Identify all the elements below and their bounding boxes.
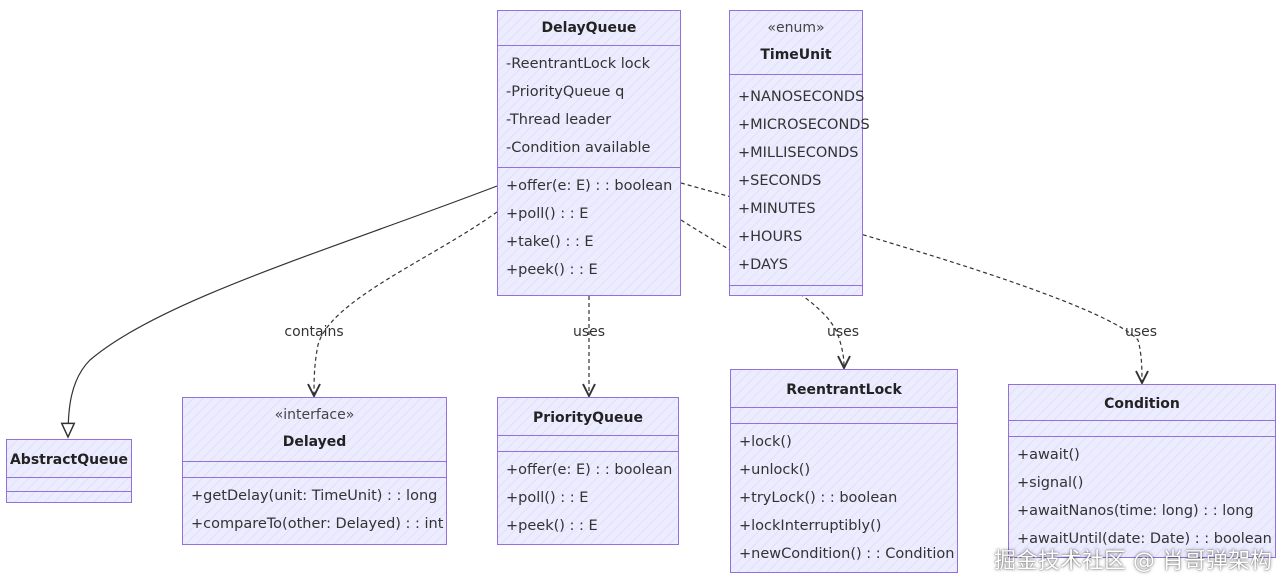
method: +awaitNanos(time: long) : : long — [1017, 503, 1254, 519]
attributes-section — [7, 478, 131, 492]
method: +unlock() — [739, 462, 811, 478]
edge-delayqueue-abstractqueue — [60, 185, 498, 439]
enum-value: +NANOSECONDS — [738, 89, 865, 105]
enum-value: +MINUTES — [738, 201, 816, 217]
edge-delayqueue-delayed — [314, 211, 498, 396]
method: +getDelay(unit: TimeUnit) : : long — [191, 488, 438, 504]
attributes-section — [1009, 421, 1275, 437]
edge-label-uses-reentrant-lock: uses — [826, 324, 860, 340]
methods-section: +await() +signal() +awaitNanos(time: lon… — [1009, 437, 1275, 553]
class-delayqueue: DelayQueue -ReentrantLock lock -Priority… — [497, 10, 681, 296]
method: +awaitUntil(date: Date) : : boolean — [1017, 531, 1272, 547]
method: +take() : : E — [506, 234, 594, 250]
class-name: AbstractQueue — [9, 452, 129, 468]
attribute: -Thread leader — [506, 112, 612, 128]
attributes-section — [731, 408, 957, 424]
method: +await() — [1017, 447, 1080, 463]
methods-section: +getDelay(unit: TimeUnit) : : long +comp… — [183, 478, 446, 538]
edge-label-contains: contains — [284, 324, 344, 340]
class-name: TimeUnit — [760, 47, 832, 63]
attributes-section: +NANOSECONDS +MICROSECONDS +MILLISECONDS… — [730, 75, 870, 286]
method: +newCondition() : : Condition — [739, 546, 955, 562]
class-header: Condition — [1009, 385, 1275, 421]
class-header: ReentrantLock — [731, 370, 957, 408]
enum-value: +SECONDS — [738, 173, 822, 189]
class-name: ReentrantLock — [786, 382, 902, 398]
method: +peek() : : E — [506, 262, 598, 278]
class-name: Condition — [1104, 396, 1180, 412]
class-name: DelayQueue — [541, 20, 637, 36]
edge-delayqueue-reentrantlock — [680, 219, 844, 368]
watermark-text: 掘金技术社区 @ 肖哥弹架构 — [994, 549, 1272, 574]
method: +lock() — [739, 434, 792, 450]
stereotype-label: «enum» — [767, 20, 825, 36]
class-name: Delayed — [282, 434, 347, 450]
class-header: DelayQueue — [498, 11, 680, 46]
method: +compareTo(other: Delayed) : : int — [191, 516, 444, 532]
method: +lockInterruptibly() — [739, 518, 882, 534]
class-reentrantlock: ReentrantLock +lock() +unlock() +tryLock… — [730, 369, 958, 573]
class-priorityqueue: PriorityQueue +offer(e: E) : : boolean +… — [497, 397, 679, 545]
enum-value: +MILLISECONDS — [738, 145, 859, 161]
class-timeunit: «enum» TimeUnit +NANOSECONDS +MICROSECON… — [729, 10, 870, 296]
class-condition: Condition +await() +signal() +awaitNanos… — [1008, 384, 1276, 558]
class-abstractqueue: AbstractQueue — [6, 439, 132, 503]
attribute: -PriorityQueue q — [506, 84, 625, 100]
class-header: AbstractQueue — [7, 440, 131, 478]
method: +signal() — [1017, 475, 1084, 491]
class-delayed: «interface» Delayed +getDelay(unit: Time… — [182, 397, 447, 545]
attributes-section: -ReentrantLock lock -PriorityQueue q -Th… — [498, 46, 680, 168]
enum-value: +MICROSECONDS — [738, 117, 870, 133]
methods-section: +offer(e: E) : : boolean +poll() : : E +… — [498, 452, 678, 540]
stereotype-label: «interface» — [274, 407, 355, 423]
method: +peek() : : E — [506, 518, 598, 534]
methods-section: +lock() +unlock() +tryLock() : : boolean… — [731, 424, 957, 568]
attribute: -ReentrantLock lock — [506, 56, 651, 72]
method: +offer(e: E) : : boolean — [506, 178, 673, 194]
method: +offer(e: E) : : boolean — [506, 462, 673, 478]
attribute: -Condition available — [506, 140, 651, 156]
class-header: «interface» Delayed — [183, 398, 446, 462]
attributes-section — [183, 462, 446, 478]
enum-value: +DAYS — [738, 257, 788, 273]
attributes-section — [498, 436, 678, 452]
edge-label-uses-priority-queue: uses — [572, 324, 606, 340]
class-header: PriorityQueue — [498, 398, 678, 436]
class-header: «enum» TimeUnit — [730, 11, 862, 75]
enum-value: +HOURS — [738, 229, 803, 245]
method: +tryLock() : : boolean — [739, 490, 898, 506]
method: +poll() : : E — [506, 490, 589, 506]
method: +poll() : : E — [506, 206, 589, 222]
methods-section: +offer(e: E) : : boolean +poll() : : E +… — [498, 168, 680, 284]
edge-label-uses-condition: uses — [1124, 324, 1158, 340]
class-name: PriorityQueue — [533, 410, 643, 426]
